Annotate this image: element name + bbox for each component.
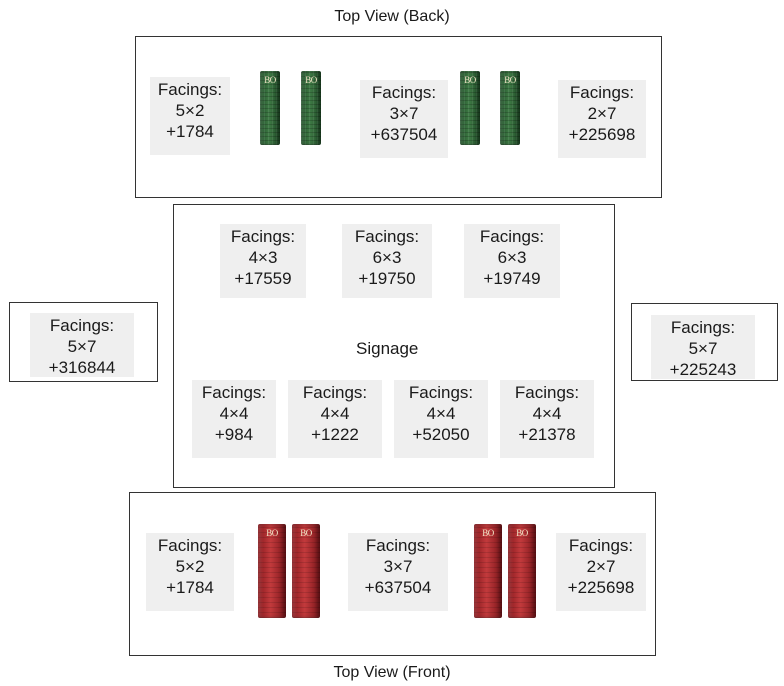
- facings-dims: 3×7: [383, 557, 413, 576]
- back-product-can: BO: [500, 71, 520, 145]
- facings-label: Facings:: [479, 227, 545, 246]
- can-logo: BO: [305, 75, 317, 85]
- product-id: +637504: [364, 578, 432, 597]
- facings-label: Facings:: [49, 316, 115, 335]
- center-bottom-tag-3: Facings: 4×4 +52050: [394, 380, 488, 458]
- can-logo: BO: [300, 528, 312, 538]
- facings-dims: 5×7: [688, 339, 718, 358]
- can-logo: BO: [504, 75, 516, 85]
- center-bottom-tag-1: Facings: 4×4 +984: [192, 380, 276, 458]
- facings-label: Facings:: [568, 536, 634, 555]
- facings-label: Facings:: [569, 83, 635, 102]
- center-top-tag-2: Facings: 6×3 +19750: [342, 224, 432, 298]
- product-id: +984: [214, 425, 254, 444]
- front-product-can: BO: [508, 524, 536, 618]
- back-product-can: BO: [460, 71, 480, 145]
- product-id: +21378: [518, 425, 576, 444]
- front-tag-2: Facings: 3×7 +637504: [348, 533, 448, 611]
- back-product-can: BO: [301, 71, 321, 145]
- back-tag-1: Facings: 5×2 +1784: [150, 77, 230, 155]
- facings-dims: 4×3: [248, 248, 278, 267]
- back-product-can: BO: [260, 71, 280, 145]
- center-top-tag-1: Facings: 4×3 +17559: [220, 224, 306, 298]
- signage-label: Signage: [356, 339, 419, 358]
- product-id: +19750: [358, 269, 416, 288]
- facings-label: Facings:: [354, 227, 420, 246]
- facings-label: Facings:: [371, 83, 437, 102]
- facings-label: Facings:: [201, 383, 267, 402]
- product-id: +225698: [568, 125, 636, 144]
- facings-dims: 6×3: [372, 248, 402, 267]
- facings-dims: 4×4: [532, 404, 562, 423]
- right-tag: Facings: 5×7 +225243: [651, 315, 755, 379]
- facings-label: Facings:: [157, 80, 223, 99]
- facings-dims: 4×4: [426, 404, 456, 423]
- product-id: +637504: [370, 125, 438, 144]
- facings-label: Facings:: [230, 227, 296, 246]
- left-tag: Facings: 5×7 +316844: [30, 313, 134, 377]
- facings-dims: 5×2: [175, 557, 205, 576]
- product-id: +52050: [412, 425, 470, 444]
- product-id: +316844: [48, 358, 116, 377]
- back-tag-2: Facings: 3×7 +637504: [360, 80, 448, 158]
- facings-dims: 4×4: [320, 404, 350, 423]
- front-product-can: BO: [292, 524, 320, 618]
- facings-label: Facings:: [365, 536, 431, 555]
- product-id: +1222: [311, 425, 359, 444]
- top-view-back-caption: Top View (Back): [334, 8, 450, 25]
- can-logo: BO: [482, 528, 494, 538]
- product-id: +225698: [567, 578, 635, 597]
- product-id: +19749: [483, 269, 541, 288]
- product-id: +1784: [166, 122, 214, 141]
- center-bottom-tag-4: Facings: 4×4 +21378: [500, 380, 594, 458]
- can-logo: BO: [516, 528, 528, 538]
- front-product-can: BO: [474, 524, 502, 618]
- back-tag-3: Facings: 2×7 +225698: [558, 80, 646, 158]
- facings-dims: 4×4: [219, 404, 249, 423]
- facings-dims: 6×3: [497, 248, 527, 267]
- facings-dims: 5×2: [175, 101, 205, 120]
- front-tag-3: Facings: 2×7 +225698: [556, 533, 646, 611]
- product-id: +17559: [234, 269, 292, 288]
- top-view-front-caption: Top View (Front): [333, 664, 451, 681]
- center-top-tag-3: Facings: 6×3 +19749: [464, 224, 560, 298]
- can-logo: BO: [264, 75, 276, 85]
- facings-label: Facings:: [408, 383, 474, 402]
- facings-dims: 2×7: [587, 104, 617, 123]
- product-id: +1784: [166, 578, 214, 597]
- facings-label: Facings:: [302, 383, 368, 402]
- facings-dims: 3×7: [389, 104, 419, 123]
- facings-dims: 2×7: [586, 557, 616, 576]
- can-logo: BO: [266, 528, 278, 538]
- front-tag-1: Facings: 5×2 +1784: [146, 533, 234, 611]
- product-id: +225243: [669, 360, 737, 379]
- can-logo: BO: [464, 75, 476, 85]
- facings-label: Facings:: [514, 383, 580, 402]
- facings-dims: 5×7: [67, 337, 97, 356]
- facings-label: Facings:: [157, 536, 223, 555]
- facings-label: Facings:: [670, 318, 736, 337]
- front-product-can: BO: [258, 524, 286, 618]
- center-bottom-tag-2: Facings: 4×4 +1222: [288, 380, 382, 458]
